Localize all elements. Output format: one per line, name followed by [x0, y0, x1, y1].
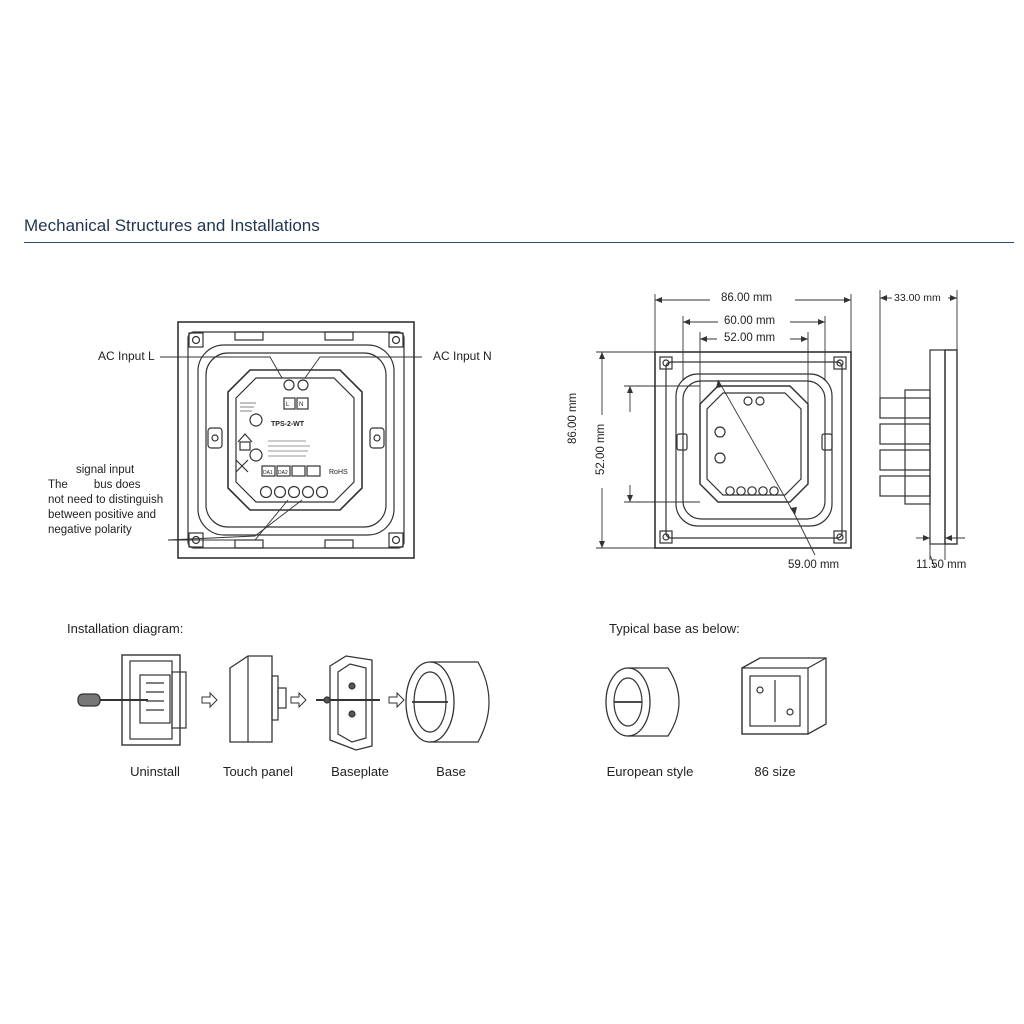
86-size-base-drawing	[741, 657, 827, 735]
dim-width-mid: 60.00 mm	[724, 315, 776, 327]
signal-note-line2a: The	[48, 479, 68, 491]
installation-heading: Installation diagram:	[67, 621, 184, 636]
step-base-caption: Base	[436, 764, 466, 779]
typical-base-heading: Typical base as below:	[609, 621, 740, 636]
module-model-text: TPS-2-WT	[271, 421, 305, 428]
bus-b-text: DA2	[278, 470, 288, 476]
step-touch-panel-caption: Touch panel	[222, 764, 294, 779]
dimension-drawing	[596, 294, 852, 556]
side-view-drawing	[879, 290, 965, 569]
signal-note-line4: between positive and	[48, 509, 157, 521]
bus-a-text: DA1	[263, 470, 273, 476]
ac-input-n-label: AC Input N	[433, 349, 492, 363]
step-baseplate-caption: Baseplate	[331, 764, 389, 779]
dim-height-inner-text: 52.00 mm	[595, 423, 607, 475]
signal-note-line3: not need to distinguish	[48, 494, 164, 506]
dim-depth: 33.00 mm	[894, 292, 941, 304]
install-baseplate-drawing	[316, 655, 380, 751]
signal-note-line2b: bus does	[93, 479, 141, 491]
rohs-mark: RoHS	[329, 469, 348, 476]
european-base-drawing	[605, 667, 680, 737]
terminal-l-text: L	[286, 402, 290, 408]
signal-note-line2: The bus does	[48, 478, 188, 493]
dim-height-inner: 52.00 mm	[595, 395, 607, 475]
dim-height-outer-text: 86.00 mm	[567, 392, 579, 444]
step-uninstall-caption: Uninstall	[130, 764, 180, 779]
dim-base-depth: 11.50 mm	[916, 559, 967, 571]
install-touch-panel-drawing	[229, 655, 287, 743]
title-rule	[24, 242, 1014, 243]
install-base-drawing	[405, 661, 490, 743]
dim-width-inner: 52.00 mm	[724, 332, 776, 344]
corner-screws	[188, 332, 404, 548]
install-uninstall-drawing	[77, 654, 187, 746]
terminal-n-text: N	[299, 402, 303, 408]
dim-diagonal: 59.00 mm	[788, 559, 840, 571]
dim-width-outer: 86.00 mm	[721, 292, 773, 304]
signal-note-line5: negative polarity	[48, 524, 132, 536]
european-style-caption: European style	[606, 764, 694, 779]
front-panel-drawing	[160, 321, 422, 559]
dim-height-outer: 86.00 mm	[567, 393, 579, 444]
section-title: Mechanical Structures and Installations	[24, 216, 320, 235]
signal-note: signal input The bus does not need to dis…	[48, 463, 188, 538]
86-size-caption: 86 size	[754, 764, 796, 779]
ac-input-l-label: AC Input L	[98, 349, 155, 363]
install-arrows	[201, 691, 405, 709]
signal-note-line1: signal input	[76, 464, 135, 476]
